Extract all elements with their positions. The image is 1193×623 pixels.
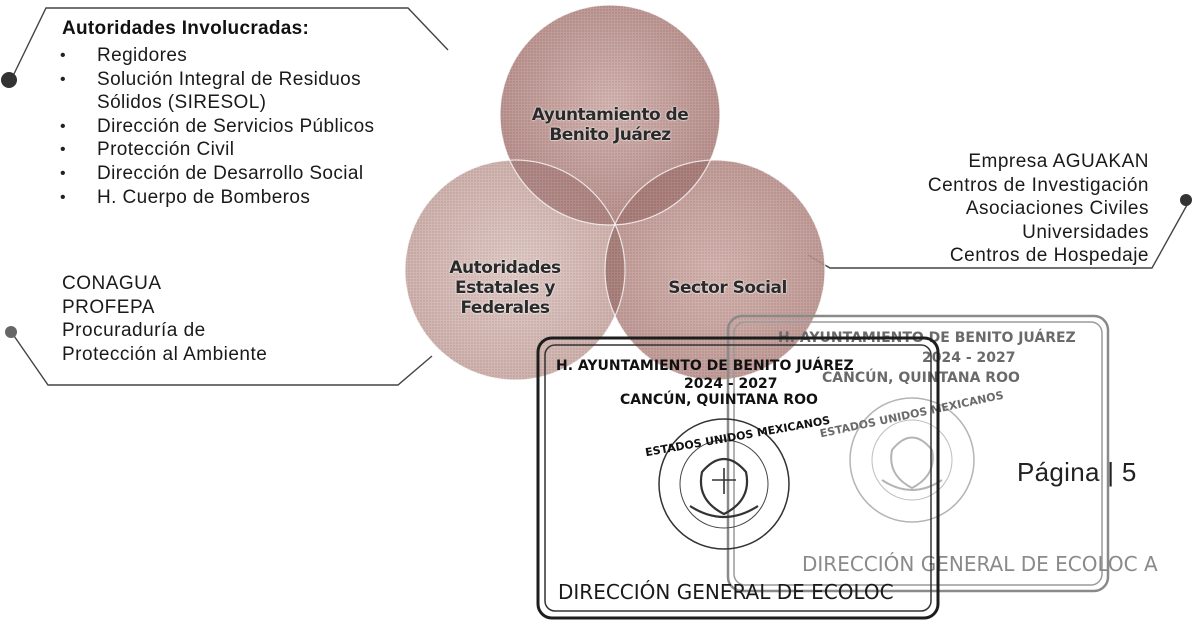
stamp-front-frame [536, 336, 940, 620]
stamp-front-line3: CANCÚN, QUINTANA ROO [620, 392, 818, 408]
bullet-icon: • [60, 141, 67, 159]
authorities-title: Autoridades Involucradas: [62, 18, 310, 39]
authorities-item-text: Solución Integral de Residuos Sólidos (S… [97, 68, 362, 114]
venn-label-top-line2: Benito Juárez [549, 125, 671, 145]
social-callout-dot-icon [1180, 194, 1192, 206]
stamp-front-seal-icon [658, 418, 790, 550]
federal-callout-dot-icon [5, 326, 17, 338]
social-line: Universidades [1022, 221, 1149, 243]
federal-callout-line [11, 332, 433, 386]
authorities-item: • Regidores [60, 44, 374, 68]
social-line: Asociaciones Civiles [965, 198, 1149, 219]
stamp-back-frame [726, 314, 1110, 593]
stamp-back-line2: 2024 - 2027 [922, 350, 1016, 366]
authorities-callout-line [11, 7, 449, 79]
authorities-item-text: Regidores [97, 45, 188, 66]
venn-label-sector-social: Sector Social [668, 278, 787, 298]
stamp-front-line1: H. AYUNTAMIENTO DE BENITO JUÁREZ [556, 358, 854, 374]
social-line: Empresa AGUAKAN [968, 151, 1149, 172]
authorities-item: • Dirección de Desarrollo Social [60, 162, 374, 186]
bullet-icon: • [60, 117, 67, 135]
authorities-item-text: Dirección de Servicios Públicos [97, 115, 375, 137]
bullet-icon: • [60, 70, 67, 88]
federal-line: Protección al Ambiente [62, 343, 268, 365]
authorities-list: • Regidores • Solución Integral de Residuo… [60, 44, 374, 209]
federal-authorities-list: CONAGUA PROFEPA Procuraduría de Protecci… [62, 272, 267, 366]
authorities-item-text: Dirección de Desarrollo Social [97, 162, 364, 184]
venn-label-ayuntamiento: Ayuntamiento de Benito Juárez [520, 105, 700, 145]
venn-label-left-line2: Estatales y [455, 278, 555, 298]
page-number: Página | 5 [1017, 457, 1137, 487]
venn-label-left-line3: Federales [460, 298, 550, 318]
authorities-item-text: H. Cuerpo de Bomberos [97, 186, 311, 208]
stamp-front: H. AYUNTAMIENTO DE BENITO JUÁREZ 2024 - … [534, 334, 944, 622]
authorities-item-text: Protección Civil [97, 139, 235, 161]
social-sector-list: Empresa AGUAKAN Centros de Investigación… [928, 150, 1149, 268]
venn-label-left-line1: Autoridades [449, 258, 561, 278]
venn-label-top-line1: Ayuntamiento de [531, 105, 689, 125]
bullet-icon: • [60, 188, 67, 206]
authorities-item: • Solución Integral de Residuos Sólidos (… [60, 68, 374, 115]
stamp-back-footer: DIRECCIÓN GENERAL DE ECOLOC A [802, 552, 1158, 576]
social-line: Centros de Hospedaje [949, 245, 1149, 266]
stamp-back-seal-icon [849, 397, 975, 523]
social-line: Centros de Investigación [927, 174, 1149, 196]
authorities-item: • Protección Civil [60, 138, 374, 162]
venn-label-autoridades: Autoridades Estatales y Federales [425, 258, 585, 318]
bullet-icon: • [60, 164, 67, 182]
authorities-item: • H. Cuerpo de Bomberos [60, 186, 374, 210]
federal-line: CONAGUA [62, 273, 162, 294]
federal-line: PROFEPA [62, 296, 155, 318]
stamp-front-line2: 2024 - 2027 [684, 376, 778, 392]
stamp-front-footer: DIRECCIÓN GENERAL DE ECOLOC [558, 580, 894, 604]
bullet-icon: • [60, 47, 67, 64]
federal-line: Procuraduría de [62, 320, 206, 341]
authorities-callout-dot-icon [1, 72, 17, 88]
authorities-item: • Dirección de Servicios Públicos [60, 115, 374, 139]
stamp-back-line3: CANCÚN, QUINTANA ROO [822, 370, 1020, 386]
